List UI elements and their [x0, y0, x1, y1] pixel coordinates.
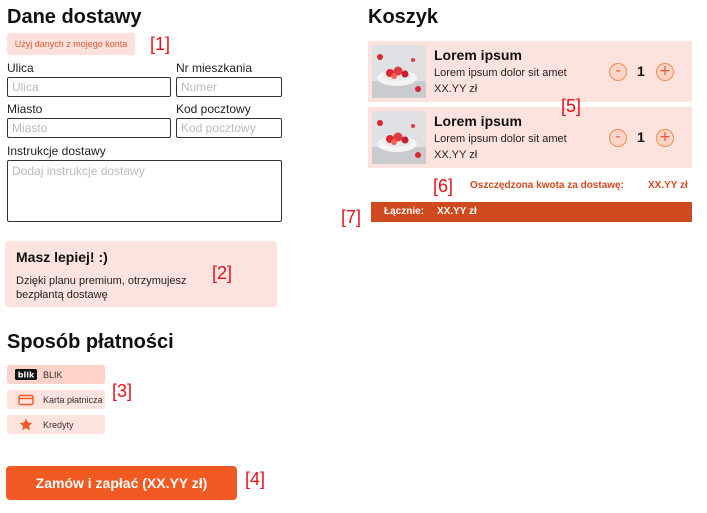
street-input[interactable]: [7, 77, 171, 97]
delivery-title: Dane dostawy: [7, 6, 142, 28]
apartment-label: Nr mieszkania: [176, 61, 253, 75]
blik-logo-icon: blik: [15, 369, 37, 381]
star-icon: [15, 418, 37, 431]
total-value: XX.YY zł: [437, 206, 477, 217]
cart-item-name: Lorem ipsum: [434, 47, 522, 63]
card-icon: [15, 394, 37, 406]
delivery-savings-value: XX.YY zł: [648, 180, 688, 191]
apartment-input[interactable]: [176, 77, 282, 97]
city-input[interactable]: [7, 118, 171, 138]
promo-title: Masz lepiej! :): [16, 249, 108, 265]
payment-method-label: Karta płatnicza: [43, 394, 103, 405]
decrease-quantity-button[interactable]: -: [609, 63, 627, 81]
city-label: Miasto: [7, 102, 43, 116]
annotation-marker-4: [4]: [245, 469, 266, 489]
product-image: [372, 111, 426, 164]
payment-method-label: BLIK: [43, 369, 63, 380]
cart-item-description: Lorem ipsum dolor sit amet: [434, 133, 567, 145]
street-label: Ulica: [7, 61, 34, 75]
cart-total-bar: Łącznie: XX.YY zł: [371, 202, 692, 222]
instructions-label: Instrukcje dostawy: [7, 144, 106, 158]
annotation-marker-6: [6]: [433, 176, 454, 196]
annotation-marker-7: [7]: [341, 207, 362, 227]
cart-item-quantity: 1: [637, 63, 645, 79]
annotation-marker-1: [1]: [150, 34, 171, 54]
product-image: [372, 45, 426, 98]
annotation-marker-3: [3]: [112, 381, 133, 401]
payment-method-card[interactable]: Karta płatnicza: [7, 390, 105, 409]
use-account-data-button[interactable]: Użyj danych z mojego konta: [7, 33, 135, 55]
decrease-quantity-button[interactable]: -: [609, 129, 627, 147]
cart-title: Koszyk: [368, 6, 439, 28]
total-label: Łącznie:: [384, 206, 425, 217]
zip-label: Kod pocztowy: [176, 102, 251, 116]
cart-item-price: XX.YY zł: [434, 83, 478, 95]
payment-method-blik[interactable]: blik BLIK: [7, 365, 105, 384]
premium-promo-box: Masz lepiej! :) Dzięki planu premium, ot…: [5, 241, 277, 307]
zip-input[interactable]: [176, 118, 282, 138]
cart-item-quantity: 1: [637, 129, 645, 145]
cart-item-price: XX.YY zł: [434, 149, 478, 161]
payment-method-label: Kredyty: [43, 419, 74, 430]
instructions-textarea[interactable]: [7, 160, 282, 222]
payment-title: Sposób płatności: [7, 331, 174, 353]
promo-text-line2: bezpłantą dostawę: [16, 289, 108, 301]
cart-item-description: Lorem ipsum dolor sit amet: [434, 67, 567, 79]
increase-quantity-button[interactable]: +: [656, 129, 674, 147]
cart-item: Lorem ipsum Lorem ipsum dolor sit amet X…: [368, 107, 692, 168]
annotation-marker-5: [5]: [561, 96, 582, 116]
cart-item-name: Lorem ipsum: [434, 113, 522, 129]
increase-quantity-button[interactable]: +: [656, 63, 674, 81]
promo-text-line1: Dzięki planu premium, otrzymujesz: [16, 275, 187, 287]
delivery-savings-label: Oszczędzona kwota za dostawę:: [470, 180, 624, 191]
annotation-marker-2: [2]: [212, 263, 233, 283]
payment-method-credits[interactable]: Kredyty: [7, 415, 105, 434]
svg-text:blik: blik: [18, 371, 35, 380]
cart-item: Lorem ipsum Lorem ipsum dolor sit amet X…: [368, 41, 692, 102]
order-and-pay-button[interactable]: Zamów i zapłać (XX.YY zł): [6, 466, 237, 500]
